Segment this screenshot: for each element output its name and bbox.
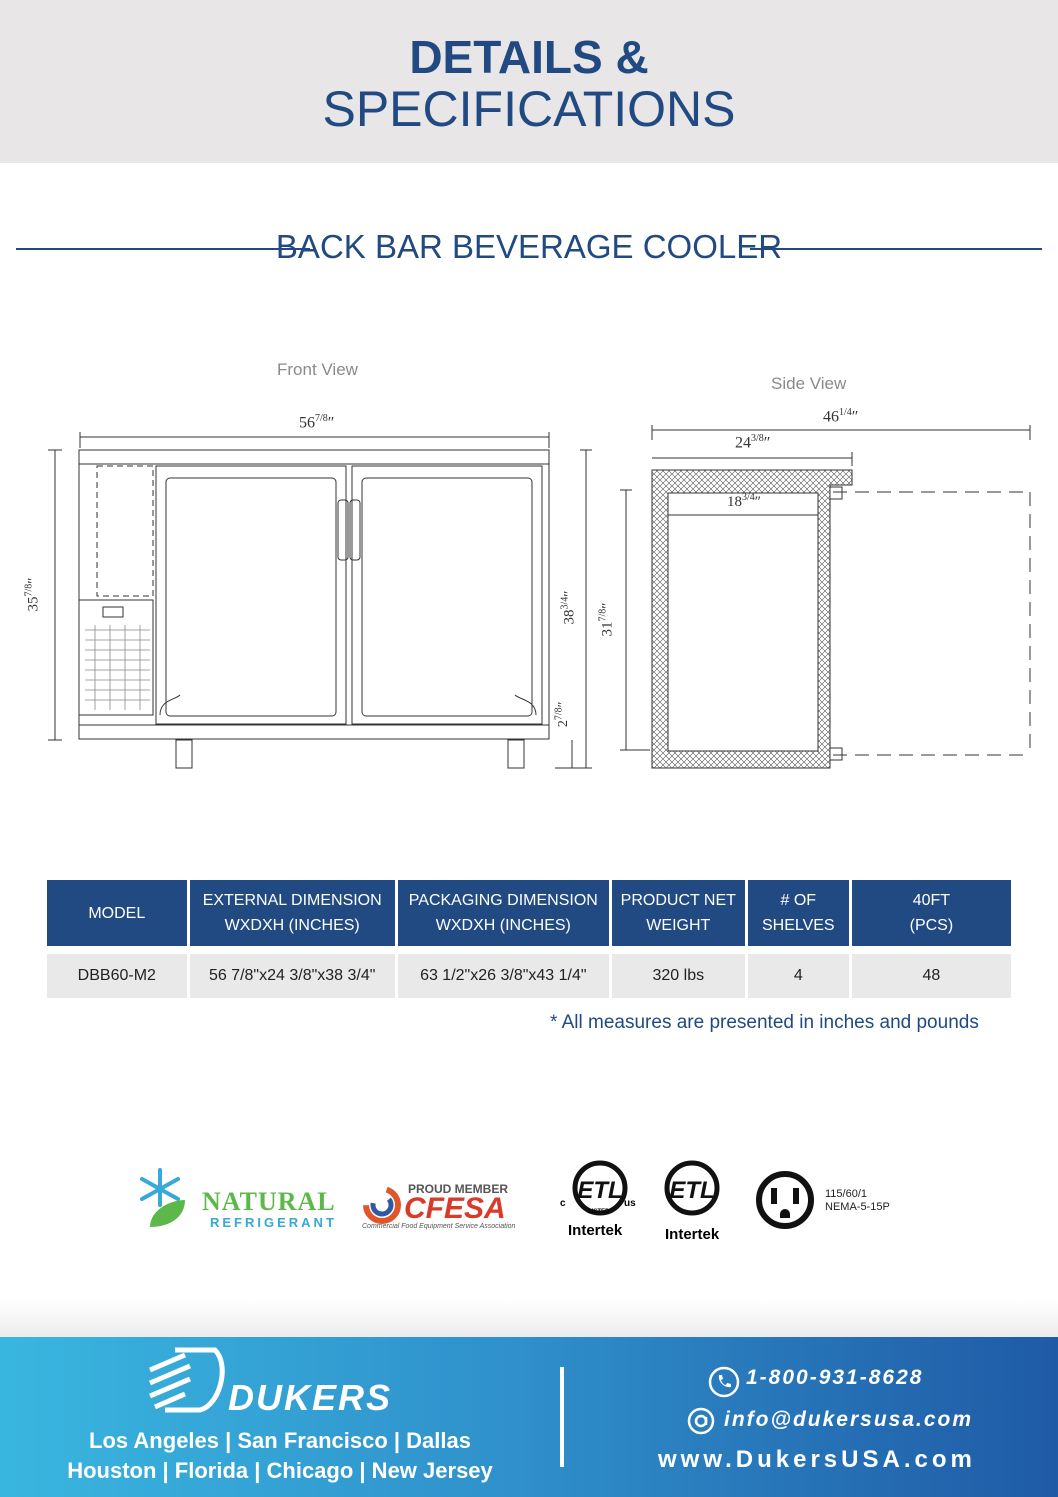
measures-note: * All measures are presented in inches a… [550,1012,979,1033]
cell-model: DBB60-M2 [47,954,187,998]
dim-front-base: 27/8″ [553,701,572,728]
side-view-drawing [620,425,1031,769]
dim-front-width: 567/8″ [299,413,335,432]
th-model: MODEL [47,880,187,946]
etl-icon: ETL [664,1160,720,1216]
footer-website[interactable]: www.DukersUSA.com [658,1446,976,1473]
etl-logo: ETL Intertek [655,1160,730,1245]
dim-side-body-depth: 243/8″ [735,433,771,452]
footer-divider [560,1367,564,1467]
table-row: DBB60-M2 56 7/8"x24 3/8"x38 3/4" 63 1/2"… [47,954,1011,998]
footer-phone[interactable]: 1-800-931-8628 [746,1366,924,1389]
page-title-line1: DETAILS & [409,31,649,83]
svg-text:ETL: ETL [669,1177,714,1204]
natural-refrigerant-logo: NATURAL REFRIGERANT [130,1165,345,1235]
plug-icon [756,1171,814,1229]
footer-cities-line1: Los Angeles | San Francisco | Dallas [89,1428,471,1453]
dim-front-height-left: 357/8″ [23,577,42,612]
section-title: BACK BAR BEVERAGE COOLER [275,228,783,265]
dukers-logo-icon [149,1347,225,1413]
email-icon [687,1407,715,1435]
front-view-drawing [48,432,592,769]
footer-email[interactable]: info@dukersusa.com [724,1408,974,1431]
footer-cities-line2: Houston | Florida | Chicago | New Jersey [67,1458,493,1483]
cell-packaging-dimension: 63 1/2"x26 3/8"x43 1/4" [397,954,609,998]
section-rule-right [750,248,1042,250]
side-view-label: Side View [771,374,847,393]
technical-drawing [48,425,1031,769]
cell-net-weight: 320 lbs [611,954,745,998]
cell-40ft: 48 [851,954,1011,998]
front-view-label: Front View [277,360,358,379]
dim-side-inner-height: 317/8″ [597,602,616,637]
footer-fade [0,1300,1058,1337]
etl-cus-icon: ETL [572,1160,628,1216]
cfesa-logo: PROUD MEMBER CFESA Commercial Food Equip… [362,1182,516,1230]
phone-icon [708,1366,740,1398]
header-banner: DETAILS & SPECIFICATIONS [0,0,1058,163]
page-title-line2: SPECIFICATIONS [322,81,736,137]
footer [0,1337,1058,1497]
dim-side-overall-depth: 461/4″ [823,407,859,426]
nema-plug-spec: 115/60/1 NEMA-5-15P [755,1170,915,1230]
etl-listed-cus-logo: ETL c us LISTED Intertek [560,1160,640,1245]
dim-front-height-right: 383/4″ [559,590,578,625]
cell-shelves: 4 [747,954,849,998]
th-40ft: 40FT(PCS) [851,880,1011,946]
cell-external-dimension: 56 7/8"x24 3/8"x38 3/4" [189,954,395,998]
snowflake-leaf-icon [140,1168,185,1227]
cfesa-swirl-icon [363,1186,401,1224]
svg-text:ETL: ETL [577,1177,622,1204]
footer-brand: DUKERS [228,1377,393,1418]
dim-side-inner-depth: 183/4″ [727,492,762,510]
section-rule-left [16,248,310,250]
